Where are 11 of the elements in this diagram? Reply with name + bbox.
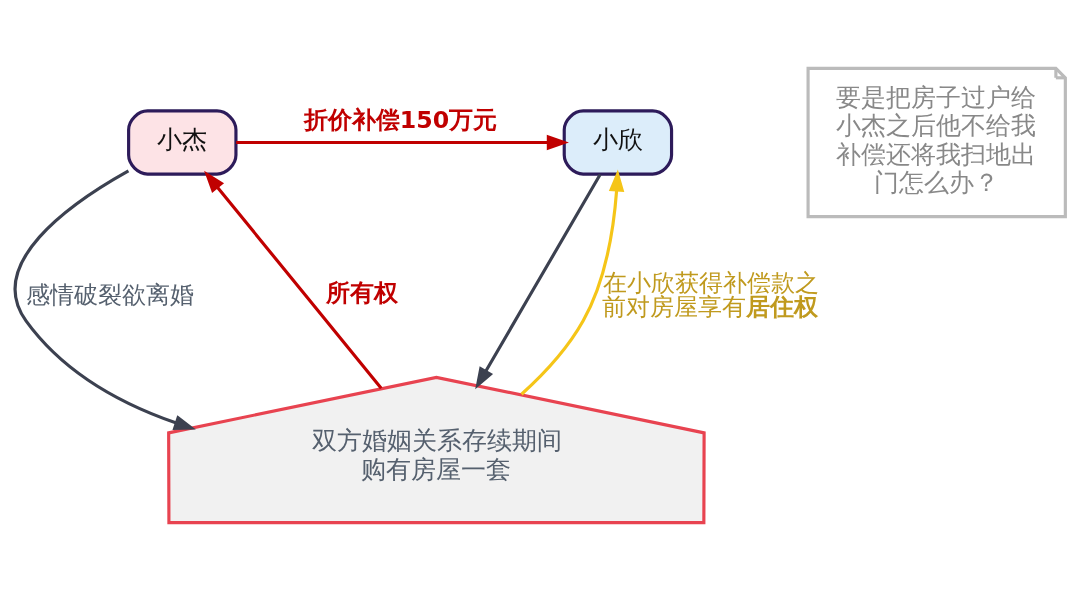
node-box: 小欣	[562, 109, 674, 176]
edge-label: 感情破裂欲离婚	[26, 280, 195, 309]
arrow	[204, 170, 383, 390]
arrow	[236, 134, 569, 151]
arrow	[13, 169, 196, 430]
edge-label: 折价补偿150万元	[303, 106, 498, 135]
edge-label: 所有权	[325, 279, 398, 308]
edge-label: 在小欣获得补偿款之前对房屋享有居住权	[602, 268, 819, 321]
arrow	[520, 169, 625, 396]
node-box: 小杰	[127, 109, 238, 176]
arrow	[475, 173, 602, 390]
